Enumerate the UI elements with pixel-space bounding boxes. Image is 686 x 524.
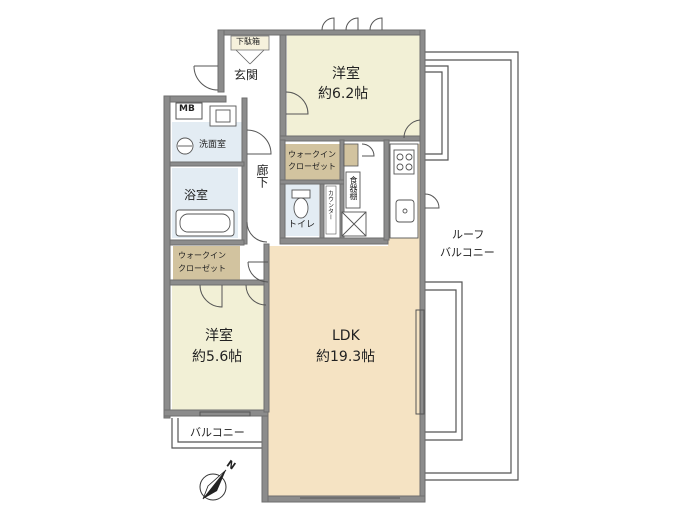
western-room-1-size: 約6.2帖 bbox=[318, 86, 369, 102]
bath-label: 浴室 bbox=[184, 188, 209, 202]
counter-label: カウンター bbox=[326, 190, 334, 220]
walk-in-closet-1-floor bbox=[285, 144, 340, 180]
ldk-name: LDK bbox=[332, 328, 360, 344]
counter-box bbox=[325, 185, 337, 235]
western-room-1-floor bbox=[287, 34, 420, 137]
dish-shelf-box bbox=[345, 171, 361, 209]
roof-balcony-line2: バルコニー bbox=[440, 246, 495, 259]
western-room-2-floor bbox=[172, 284, 268, 410]
compass-icon bbox=[199, 469, 227, 501]
shoe-box-label: 下駄箱 bbox=[236, 37, 260, 46]
toilet-fixture bbox=[291, 189, 311, 219]
corridor-label: 廊下 bbox=[255, 164, 269, 188]
western-room-2-doors bbox=[199, 284, 267, 308]
closet-1-shelf bbox=[343, 143, 359, 167]
walk-in-closet-2-line2: クローゼット bbox=[178, 264, 226, 273]
mb-label: MB bbox=[179, 104, 195, 114]
mb-box bbox=[175, 102, 203, 120]
walk-in-closet-2-floor bbox=[173, 246, 240, 280]
walls bbox=[163, 29, 426, 503]
entrance-door bbox=[193, 65, 219, 91]
ldk-floor bbox=[268, 238, 420, 498]
ldk-size: 約19.3帖 bbox=[316, 349, 376, 365]
roof-balcony-line1: ルーフ bbox=[452, 228, 485, 241]
shoe-box-doors bbox=[235, 49, 265, 65]
western-room-1-name: 洋室 bbox=[332, 66, 360, 82]
western-room-1-door bbox=[285, 91, 421, 139]
kitchen-doors bbox=[361, 143, 440, 209]
pantry-box bbox=[341, 211, 367, 237]
washroom-fixtures bbox=[176, 105, 237, 155]
entrance-label: 玄関 bbox=[234, 68, 259, 82]
balcony-outline bbox=[171, 418, 268, 449]
corridor-doors bbox=[246, 129, 272, 283]
walk-in-closet-1-line1: ウォークイン bbox=[288, 150, 336, 159]
walk-in-closet-2-line1: ウォークイン bbox=[178, 251, 226, 260]
washroom-label: 洗面室 bbox=[199, 140, 227, 150]
dish-shelf-label: 食器棚 bbox=[349, 176, 358, 200]
ldk-windows bbox=[199, 309, 425, 499]
western-room-2-size: 約5.6帖 bbox=[192, 349, 243, 365]
walk-in-closet-1-line2: クローゼット bbox=[288, 162, 336, 171]
shoe-box-floor bbox=[230, 35, 270, 51]
roof-balcony-outline bbox=[424, 51, 519, 481]
western-room-1-windows bbox=[321, 17, 383, 31]
kitchen-counter bbox=[389, 143, 419, 239]
toilet-label: トイレ bbox=[288, 220, 316, 230]
entrance-floor bbox=[228, 52, 275, 92]
western-room-2-name: 洋室 bbox=[205, 328, 233, 344]
balcony-label: バルコニー bbox=[190, 426, 245, 439]
bathtub bbox=[175, 209, 235, 237]
